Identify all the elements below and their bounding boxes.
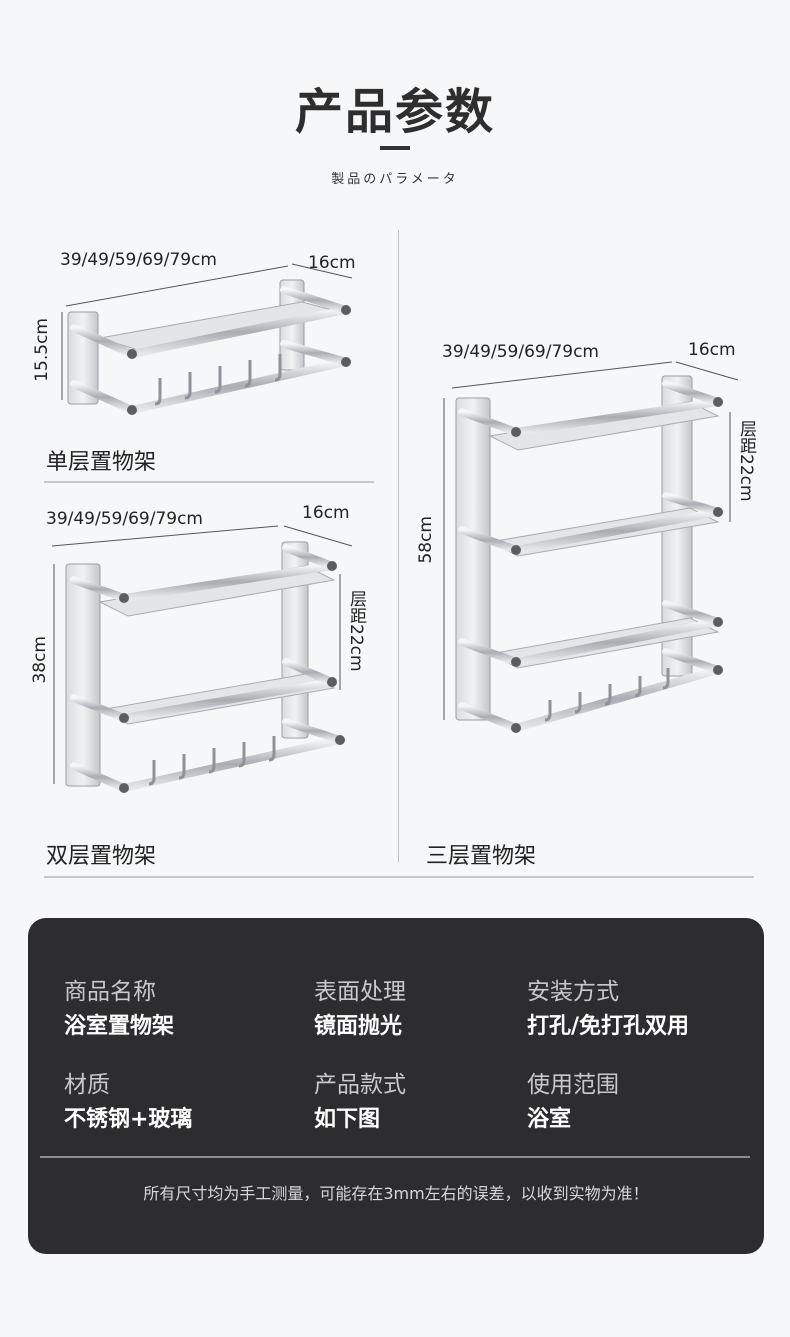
section-divider-bottom <box>44 876 754 878</box>
title-underline <box>380 146 410 150</box>
spec-value-style: 如下图 <box>314 1107 381 1132</box>
vertical-divider <box>398 230 399 862</box>
spec-label-usage: 使用范围 <box>527 1072 619 1098</box>
page-subtitle: 製品のパラメータ <box>331 172 459 187</box>
triple-width-label: 39/49/59/69/79cm <box>442 342 599 362</box>
spec-value-material: 不锈钢+玻璃 <box>64 1107 193 1132</box>
double-depth-label: 16cm <box>302 503 350 523</box>
single-depth-label: 16cm <box>308 253 356 273</box>
triple-depth-label: 16cm <box>688 340 736 360</box>
double-rack-name: 双层置物架 <box>46 844 157 869</box>
double-tier-rack-image <box>51 525 353 793</box>
section-divider <box>44 481 374 483</box>
spec-value-surface-finish: 镜面抛光 <box>314 1014 403 1039</box>
spec-divider <box>40 1156 750 1158</box>
measurement-note: 所有尺寸均为手工测量，可能存在3mm左右的误差，以收到实物为准！ <box>143 1184 649 1203</box>
double-spacing-label: 层距22cm <box>346 590 366 672</box>
triple-spacing-label: 层距22cm <box>736 420 756 502</box>
double-width-label: 39/49/59/69/79cm <box>46 509 203 529</box>
triple-rack-name: 三层置物架 <box>426 844 537 869</box>
single-rack-name: 单层置物架 <box>46 450 157 475</box>
triple-tier-rack-image <box>443 361 739 733</box>
spec-label-installation: 安装方式 <box>527 979 619 1005</box>
single-width-label: 39/49/59/69/79cm <box>60 250 217 270</box>
spec-label-style: 产品款式 <box>314 1072 406 1098</box>
spec-panel <box>28 918 764 1254</box>
triple-height-label: 58cm <box>416 516 436 564</box>
spec-value-product-name: 浴室置物架 <box>64 1014 175 1039</box>
spec-label-product-name: 商品名称 <box>64 979 156 1005</box>
spec-label-material: 材质 <box>64 1072 110 1098</box>
page-title: 产品参数 <box>294 84 495 140</box>
single-tier-rack-image <box>61 263 353 415</box>
spec-value-installation: 打孔/免打孔双用 <box>527 1014 690 1039</box>
spec-value-usage: 浴室 <box>527 1107 572 1132</box>
spec-label-surface-finish: 表面处理 <box>314 979 406 1005</box>
